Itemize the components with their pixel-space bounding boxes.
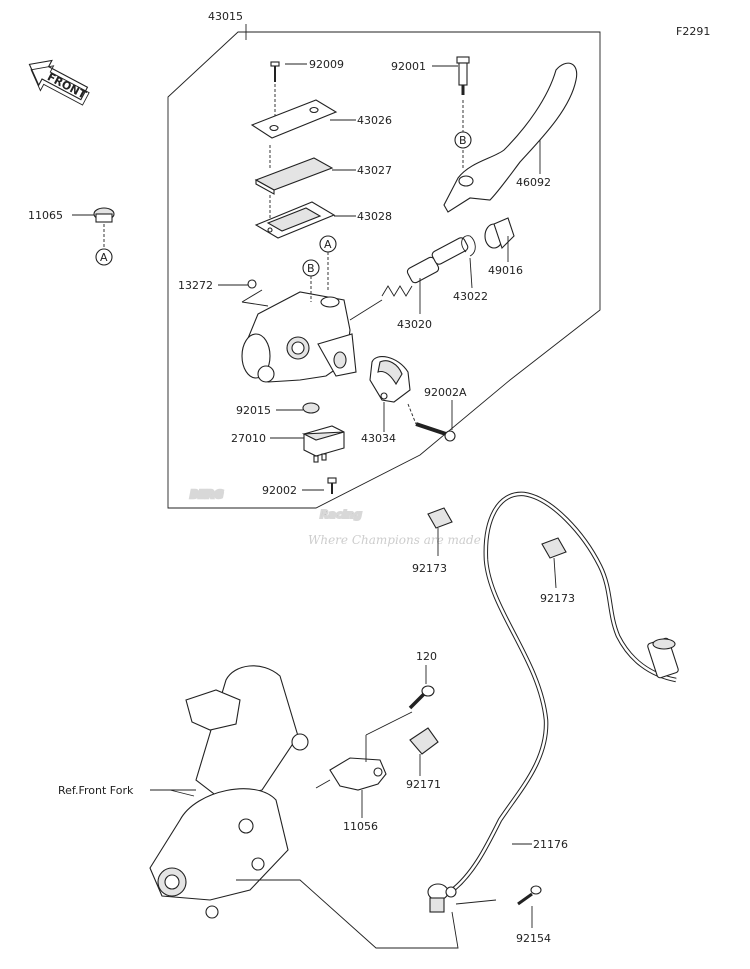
callout-120: 120 <box>416 650 437 663</box>
hose-fitting-bottom <box>427 883 457 913</box>
watermark-tagline: Where Champions are made <box>308 533 481 547</box>
callout-92154: 92154 <box>516 932 551 945</box>
figure-code: F2291 <box>676 25 710 38</box>
callout-labels: 43015 92009 92001 43026 43027 43028 4609… <box>28 10 575 945</box>
watermark-brand-bottom: Racing <box>320 508 362 521</box>
svg-text:B: B <box>459 134 467 147</box>
callout-43020: 43020 <box>397 318 432 331</box>
circlip-43022 <box>461 235 476 257</box>
front-arrow-icon: FRONT <box>28 59 90 106</box>
bracket-11056 <box>329 711 413 791</box>
callout-11056: 11056 <box>343 820 378 833</box>
bolt-120 <box>408 685 435 710</box>
screw-92009 <box>270 61 280 122</box>
assembly-outline-43015 <box>167 31 601 509</box>
watermark-brand-top: BERG <box>190 488 223 501</box>
callout-27010: 27010 <box>231 432 266 445</box>
callout-43026: 43026 <box>357 114 392 127</box>
callout-46092: 46092 <box>516 176 551 189</box>
ref-marker-a-cap: A <box>95 248 113 266</box>
clamp-43034 <box>369 356 411 403</box>
master-cylinder-body <box>241 291 357 383</box>
clip-92173-right <box>541 537 567 589</box>
screw-13272 <box>241 279 269 307</box>
nut-92015 <box>302 402 320 414</box>
callout-92002A: 92002A <box>424 386 467 399</box>
callout-92173-left: 92173 <box>412 562 447 575</box>
clip-92173-left <box>427 507 453 556</box>
callout-21176: 21176 <box>533 838 568 851</box>
callout-49016: 49016 <box>488 264 523 277</box>
callout-11065: 11065 <box>28 209 63 222</box>
callout-43022: 43022 <box>453 290 488 303</box>
watermark: BERG Racing Where Champions are made <box>189 487 481 547</box>
bolt-92154 <box>517 885 542 906</box>
callout-92009: 92009 <box>309 58 344 71</box>
ref-marker-a-top: A <box>319 235 337 290</box>
clamp-92171 <box>409 727 439 768</box>
svg-text:A: A <box>100 251 108 264</box>
connector-dashed <box>236 879 459 949</box>
callout-92015: 92015 <box>236 404 271 417</box>
callout-43034: 43034 <box>361 432 396 445</box>
callout-43028: 43028 <box>357 210 392 223</box>
callout-92173-right: 92173 <box>540 592 575 605</box>
ref-marker-b-top: B <box>302 259 320 302</box>
callout-13272: 13272 <box>178 279 213 292</box>
callout-92002: 92002 <box>262 484 297 497</box>
svg-text:A: A <box>324 238 332 251</box>
switch-27010 <box>301 425 345 463</box>
leader-lines <box>72 24 541 928</box>
callout-43015: 43015 <box>208 10 243 23</box>
piston-43020 <box>349 237 469 321</box>
callout-92001: 92001 <box>391 60 426 73</box>
callout-ref-front-fork: Ref.Front Fork <box>58 784 134 797</box>
svg-text:B: B <box>307 262 315 275</box>
brake-lever-46092 <box>443 62 578 213</box>
cap-11065 <box>93 207 115 250</box>
screw-92002 <box>327 477 337 494</box>
bolt-92002A <box>407 403 456 442</box>
pivot-bolt-92001 <box>456 56 470 168</box>
callout-92171: 92171 <box>406 778 441 791</box>
diaphragm-43028 <box>254 201 336 239</box>
front-fork-reference <box>149 665 309 919</box>
hose-fitting-top <box>647 637 679 679</box>
boot-49016 <box>484 217 515 250</box>
ref-marker-b-lever: B <box>454 131 472 149</box>
diaphragm-plate-43027 <box>254 157 334 195</box>
reservoir-cap-43026 <box>250 99 338 139</box>
callout-43027: 43027 <box>357 164 392 177</box>
